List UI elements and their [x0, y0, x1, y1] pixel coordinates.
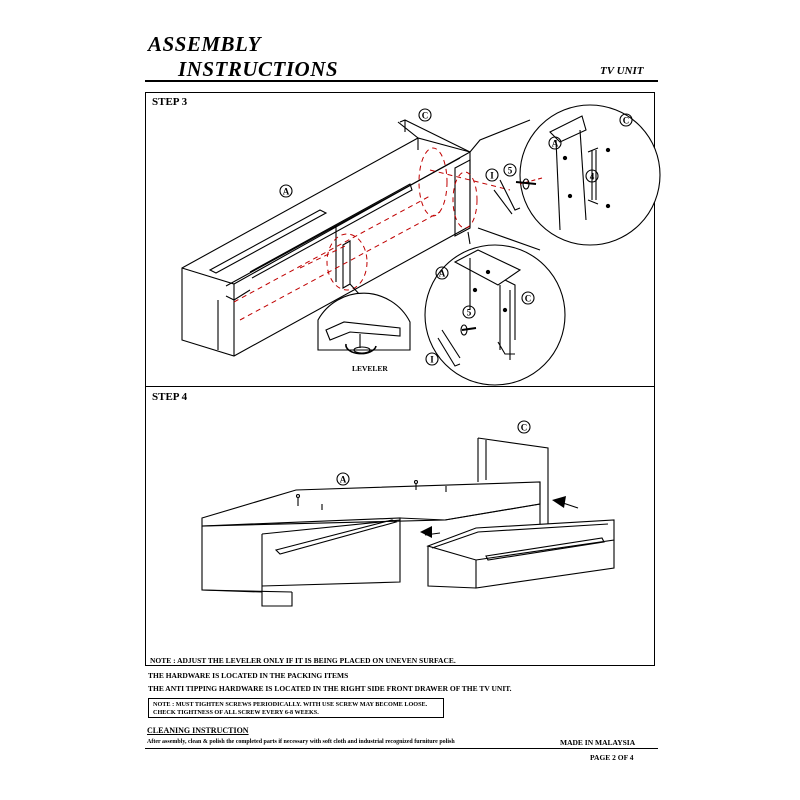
- step-4-label: STEP 4: [152, 391, 188, 403]
- hardware-location-note: THE HARDWARE IS LOCATED IN THE PACKING I…: [148, 671, 349, 680]
- part-c-detail2-label: C: [525, 294, 532, 304]
- step3-leveler-detail: [317, 283, 411, 355]
- part-5-detail2-label: 5: [467, 308, 472, 318]
- part-i-detail2-label: I: [430, 355, 434, 365]
- made-in-label: MADE IN MALAYSIA: [560, 738, 636, 747]
- document-title-line1: ASSEMBLY: [148, 32, 261, 56]
- header-rule: [145, 80, 658, 82]
- product-name: TV UNIT: [600, 65, 644, 77]
- step3-hardware-top: [493, 178, 537, 215]
- screw-note-line1: NOTE : MUST TIGHTEN SCREWS PERIODICALLY.…: [153, 701, 428, 708]
- step4-arrows: [420, 496, 566, 538]
- leveler-label: LEVELER: [352, 364, 388, 373]
- part-a-detail2-label: A: [439, 269, 446, 279]
- part-c-label: C: [422, 111, 429, 121]
- step3-detail-guides: [519, 177, 543, 185]
- anti-tipping-note: THE ANTI TIPPING HARDWARE IS LOCATED IN …: [148, 684, 512, 693]
- part-a-step4-label: A: [340, 475, 347, 485]
- step4-main-drawing: [201, 437, 615, 607]
- screw-note-line2: CHECK TIGHTNESS OF ALL SCREW EVERY 6-8 W…: [153, 709, 319, 716]
- footer-rule: [145, 748, 658, 749]
- cleaning-heading: CLEANING INSTRUCTION: [147, 726, 249, 735]
- part-5-label: 5: [508, 166, 513, 176]
- part-labels: A C 5 I A C 4 A C 5 I A C: [283, 111, 630, 485]
- page-number: PAGE 2 OF 4: [590, 753, 634, 762]
- screw-note-box: NOTE : MUST TIGHTEN SCREWS PERIODICALLY.…: [148, 698, 444, 718]
- cleaning-text: After assembly, clean & polish the compl…: [147, 739, 455, 745]
- step3-main-drawing: [181, 119, 471, 357]
- part-c-detail-label: C: [623, 116, 630, 126]
- step3-detail-top: [469, 104, 661, 251]
- instructions-frame: [145, 92, 655, 666]
- leveler-note: NOTE : ADJUST THE LEVELER ONLY IF IT IS …: [150, 656, 456, 665]
- document-title-line2: INSTRUCTIONS: [178, 57, 339, 81]
- step4-hardware-marks: [295, 479, 447, 510]
- step-divider: [145, 386, 655, 387]
- part-4-label: 4: [590, 172, 595, 182]
- step-3-label: STEP 3: [152, 96, 188, 108]
- part-c-step4-label: C: [521, 423, 528, 433]
- part-i-label: I: [490, 171, 494, 181]
- step3-detail-bottom: [424, 231, 566, 386]
- part-a-label: A: [283, 187, 290, 197]
- part-a-detail-label: A: [552, 139, 559, 149]
